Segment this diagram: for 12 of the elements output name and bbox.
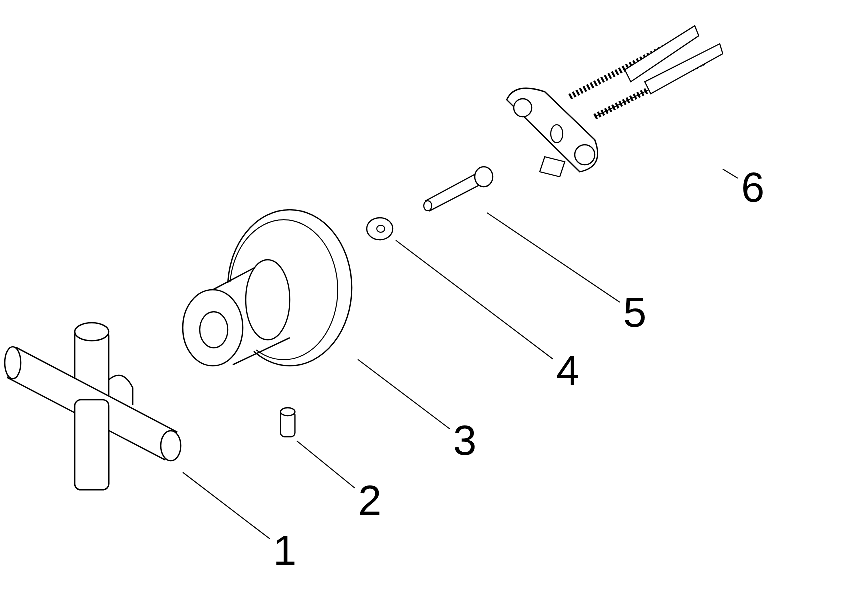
leader-line (358, 359, 450, 430)
callout-number: 5 (620, 290, 650, 335)
callout-number: 4 (553, 348, 583, 393)
leader-line (296, 440, 356, 489)
callout-number: 6 (738, 165, 768, 210)
callout-number: 3 (450, 418, 480, 463)
leader-line (182, 472, 270, 540)
callout-number: 2 (355, 478, 385, 523)
leader-line (396, 240, 554, 360)
callout-number: 1 (270, 528, 300, 573)
leader-line (486, 212, 620, 303)
leader-line (722, 168, 738, 179)
